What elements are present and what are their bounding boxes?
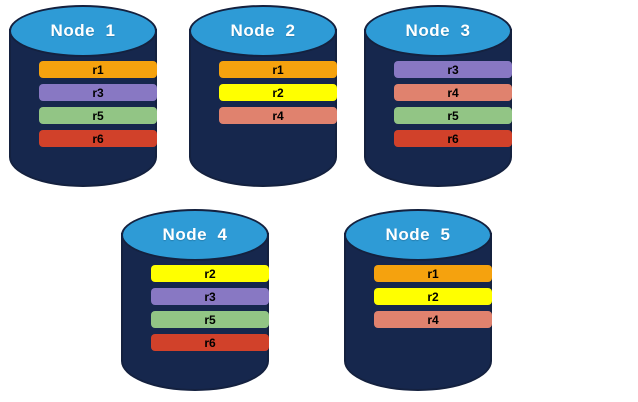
node-label: Node 4 [162,225,228,244]
replica-bar-r3[interactable]: r3 [39,84,157,101]
replica-bar-r1[interactable]: r1 [39,61,157,78]
database-node-3[interactable]: Node 3 r3 r4 r5 r6 [364,5,512,187]
replica-bar-r4[interactable]: r4 [394,84,512,101]
cylinder-top-icon [364,5,512,57]
cylinder-top-icon [121,209,269,261]
replica-bar-r5[interactable]: r5 [39,107,157,124]
replica-list: r3 r4 r5 r6 [394,61,512,147]
replica-bar-r3[interactable]: r3 [151,288,269,305]
replica-bar-r1[interactable]: r1 [219,61,337,78]
cylinder-top-icon [189,5,337,57]
database-node-1[interactable]: Node 1 r1 r3 r5 r6 [9,5,157,187]
node-label: Node 3 [405,21,471,40]
database-node-5[interactable]: Node 5 r1 r2 r4 [344,209,492,391]
cylinder-top-icon [344,209,492,261]
replica-bar-r4[interactable]: r4 [219,107,337,124]
replica-list: r1 r3 r5 r6 [39,61,157,147]
replica-bar-r2[interactable]: r2 [374,288,492,305]
cylinder-top-icon [9,5,157,57]
replica-bar-r2[interactable]: r2 [151,265,269,282]
replica-bar-r6[interactable]: r6 [394,130,512,147]
replica-bar-r6[interactable]: r6 [39,130,157,147]
node-label: Node 5 [385,225,451,244]
database-node-2[interactable]: Node 2 r1 r2 r4 [189,5,337,187]
replica-bar-r5[interactable]: r5 [394,107,512,124]
database-node-4[interactable]: Node 4 r2 r3 r5 r6 [121,209,269,391]
node-label: Node 2 [230,21,296,40]
replica-bar-r4[interactable]: r4 [374,311,492,328]
replica-bar-r5[interactable]: r5 [151,311,269,328]
replica-list: r1 r2 r4 [374,265,492,328]
replica-list: r1 r2 r4 [219,61,337,124]
replica-bar-r3[interactable]: r3 [394,61,512,78]
replica-bar-r2[interactable]: r2 [219,84,337,101]
replica-bar-r1[interactable]: r1 [374,265,492,282]
replica-bar-r6[interactable]: r6 [151,334,269,351]
replica-list: r2 r3 r5 r6 [151,265,269,351]
node-label: Node 1 [50,21,116,40]
